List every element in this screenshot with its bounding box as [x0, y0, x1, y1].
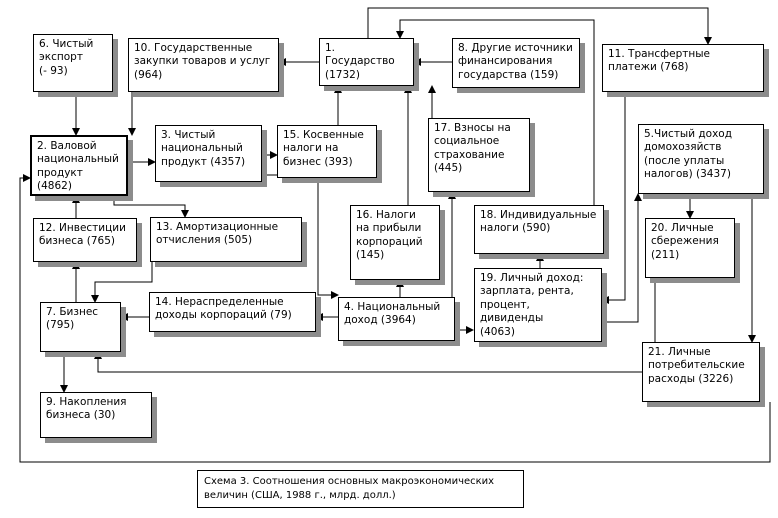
box-17-social-insurance: 17. Взносы на социальное страхование (44…: [428, 118, 530, 192]
box-21-label: 21. Личные потребительские расходы (3226…: [648, 346, 745, 385]
arrow-transfers-to-personal-income: [601, 92, 626, 304]
box-4-national-income: 4. Национальный доход (3964): [338, 297, 455, 341]
box-20-label: 20. Личные сбережения (211): [651, 222, 719, 261]
box-7-label: 7. Бизнес (795): [46, 306, 99, 332]
arrow-gnp-to-depreciation: [113, 188, 189, 218]
box-1-government: 1. Государство (1732): [319, 38, 414, 86]
box-16-label: 16. Налоги на прибыли корпораций (145): [356, 209, 423, 262]
box-10-gov-purchases: 10. Государственные закупки товаров и ус…: [128, 38, 279, 92]
box-13-depreciation: 13. Амортизационные отчисления (505): [150, 217, 302, 262]
box-1-label: 1. Государство (1732): [325, 42, 395, 81]
box-20-personal-savings: 20. Личные сбережения (211): [645, 218, 735, 278]
box-8-label: 8. Другие источники финансирования госуд…: [458, 42, 573, 81]
box-6-label: 6. Чистый экспорт (- 93): [39, 38, 94, 77]
box-10-label: 10. Государственные закупки товаров и ус…: [134, 42, 271, 81]
box-7-business: 7. Бизнес (795): [40, 302, 121, 352]
box-14-label: 14. Нераспределенные доходы корпораций (…: [155, 296, 292, 322]
box-16-corporate-taxes: 16. Налоги на прибыли корпораций (145): [350, 205, 440, 280]
box-21-consumption: 21. Личные потребительские расходы (3226…: [642, 342, 760, 402]
arrow-gov-to-transfers: [367, 7, 712, 45]
arrow-savings-to-business: [94, 278, 656, 373]
box-18-personal-taxes: 18. Индивидуальные налоги (590): [474, 205, 604, 254]
box-15-indirect-taxes: 15. Косвенные налоги на бизнес (393): [277, 125, 377, 178]
arrow-personal-income-to-disposable: [602, 193, 642, 323]
box-9-label: 9. Накопления бизнеса (30): [46, 396, 127, 422]
box-19-personal-income: 19. Личный доход: зарплата, рента, проце…: [474, 268, 602, 342]
diagram-caption: Схема 3. Соотношения основных макроэконо…: [197, 470, 524, 508]
box-19-label: 19. Личный доход: зарплата, рента, проце…: [480, 272, 584, 338]
box-13-label: 13. Амортизационные отчисления (505): [156, 221, 279, 247]
box-11-label: 11. Трансфертные платежи (768): [608, 48, 711, 74]
box-2-gnp: 2. Валовой национальный продукт (4862): [30, 135, 128, 196]
box-12-label: 12. Инвестиции бизнеса (765): [39, 222, 126, 248]
box-2-label: 2. Валовой национальный продукт (4862): [37, 140, 119, 193]
box-6-net-export: 6. Чистый экспорт (- 93): [33, 34, 113, 92]
box-15-label: 15. Косвенные налоги на бизнес (393): [283, 129, 364, 168]
arrow-depreciation-to-business: [91, 262, 153, 303]
box-5-label: 5.Чистый доход домохозяйств (после уплат…: [644, 128, 732, 181]
box-11-transfer-payments: 11. Трансфертные платежи (768): [602, 44, 764, 92]
arrow-personal-taxes-to-gov: [396, 19, 595, 205]
box-12-business-investment: 12. Инвестиции бизнеса (765): [33, 218, 137, 262]
box-9-business-savings: 9. Накопления бизнеса (30): [40, 392, 152, 438]
box-17-label: 17. Взносы на социальное страхование (44…: [434, 122, 511, 175]
box-8-other-gov-sources: 8. Другие источники финансирования госуд…: [452, 38, 580, 88]
box-3-nnp: 3. Чистый национальный продукт (4357): [155, 125, 262, 182]
box-14-retained-earnings: 14. Нераспределенные доходы корпораций (…: [149, 292, 316, 332]
box-4-label: 4. Национальный доход (3964): [344, 301, 441, 327]
box-18-label: 18. Индивидуальные налоги (590): [480, 209, 597, 235]
box-5-disposable-income: 5.Чистый доход домохозяйств (после уплат…: [638, 124, 764, 194]
box-3-label: 3. Чистый национальный продукт (4357): [161, 129, 246, 168]
arrow-consumption-to-gnp: [19, 174, 771, 463]
